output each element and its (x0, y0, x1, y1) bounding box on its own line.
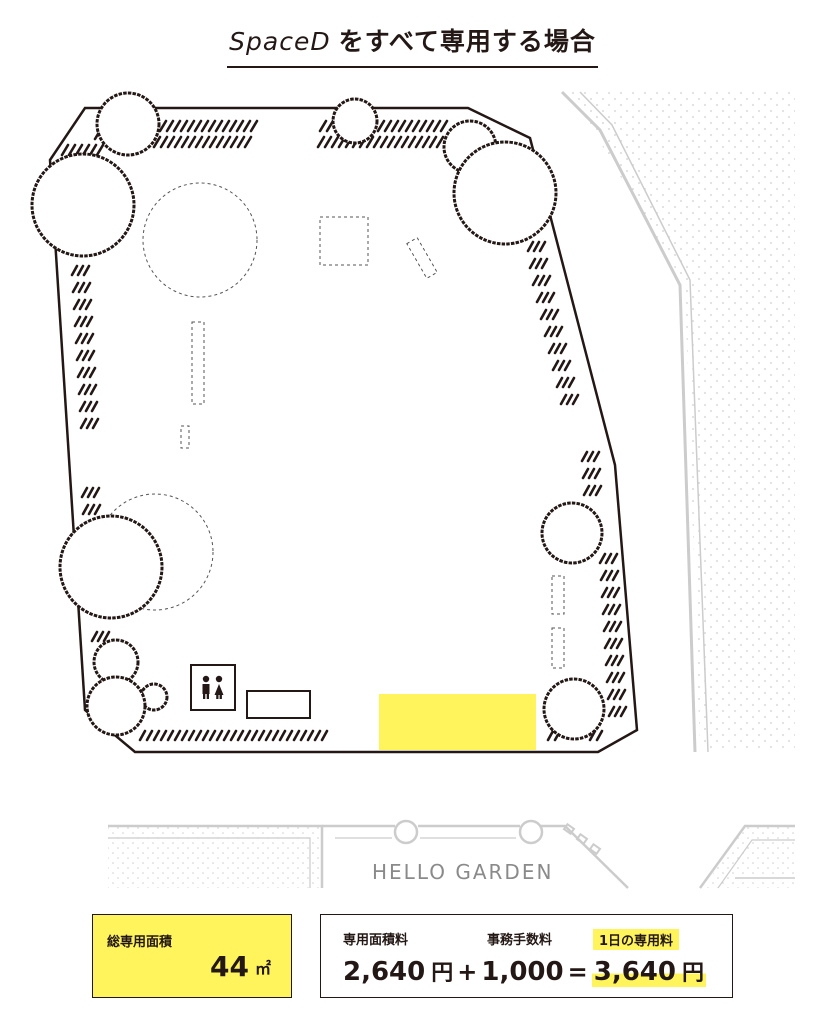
area-fee-value: 2,640 (343, 957, 426, 987)
total-area-value: 44 (210, 950, 249, 983)
dashed-bench-right-top (551, 575, 565, 615)
storage-box (246, 690, 311, 719)
dashed-post (180, 425, 190, 449)
adjacent-walkway (560, 90, 795, 753)
area-fee-yen: 円 (431, 961, 454, 986)
planting-hatch (60, 119, 628, 742)
restroom (190, 664, 236, 711)
area-fee-header: 専用面積料 (343, 933, 409, 948)
dashed-bench-angled (406, 236, 438, 280)
tree (95, 91, 161, 157)
trees (30, 91, 606, 741)
dashed-bench-right-bottom (551, 627, 565, 669)
daily-fee-header: 1日の専用料 (593, 929, 680, 950)
plus-sign: + (457, 958, 478, 986)
title-space-prefix: Space (229, 27, 311, 56)
tree (58, 514, 164, 620)
tree (331, 97, 379, 145)
daily-fee-yen: 円 (681, 961, 704, 986)
total-area-box: 総専用面積 44 ㎡ (92, 914, 292, 998)
tree (540, 501, 604, 565)
site-boundary (48, 106, 639, 754)
tree (30, 152, 136, 258)
restroom-icon (202, 675, 224, 699)
hello-garden-label: HELLO GARDEN (372, 860, 554, 884)
dashed-bench-left (191, 321, 205, 405)
title-space-letter: D (310, 27, 331, 56)
yellow-zone (379, 694, 536, 750)
dashed-canopy-upper (142, 182, 258, 298)
tree (452, 140, 558, 246)
tree (85, 675, 147, 737)
tree (542, 677, 606, 741)
total-area-label: 総専用面積 (107, 935, 173, 950)
total-area-unit: ㎡ (254, 959, 271, 978)
hello-garden-outline (108, 819, 795, 889)
office-fee-value: 1,000 (481, 957, 564, 987)
equals-sign: = (567, 958, 588, 986)
dashed-square (319, 216, 369, 266)
office-fee-header: 事務手数料 (487, 933, 553, 948)
title-suffix: をすべて専用する場合 (338, 27, 596, 56)
daily-fee-value: 3,640 (593, 957, 676, 987)
